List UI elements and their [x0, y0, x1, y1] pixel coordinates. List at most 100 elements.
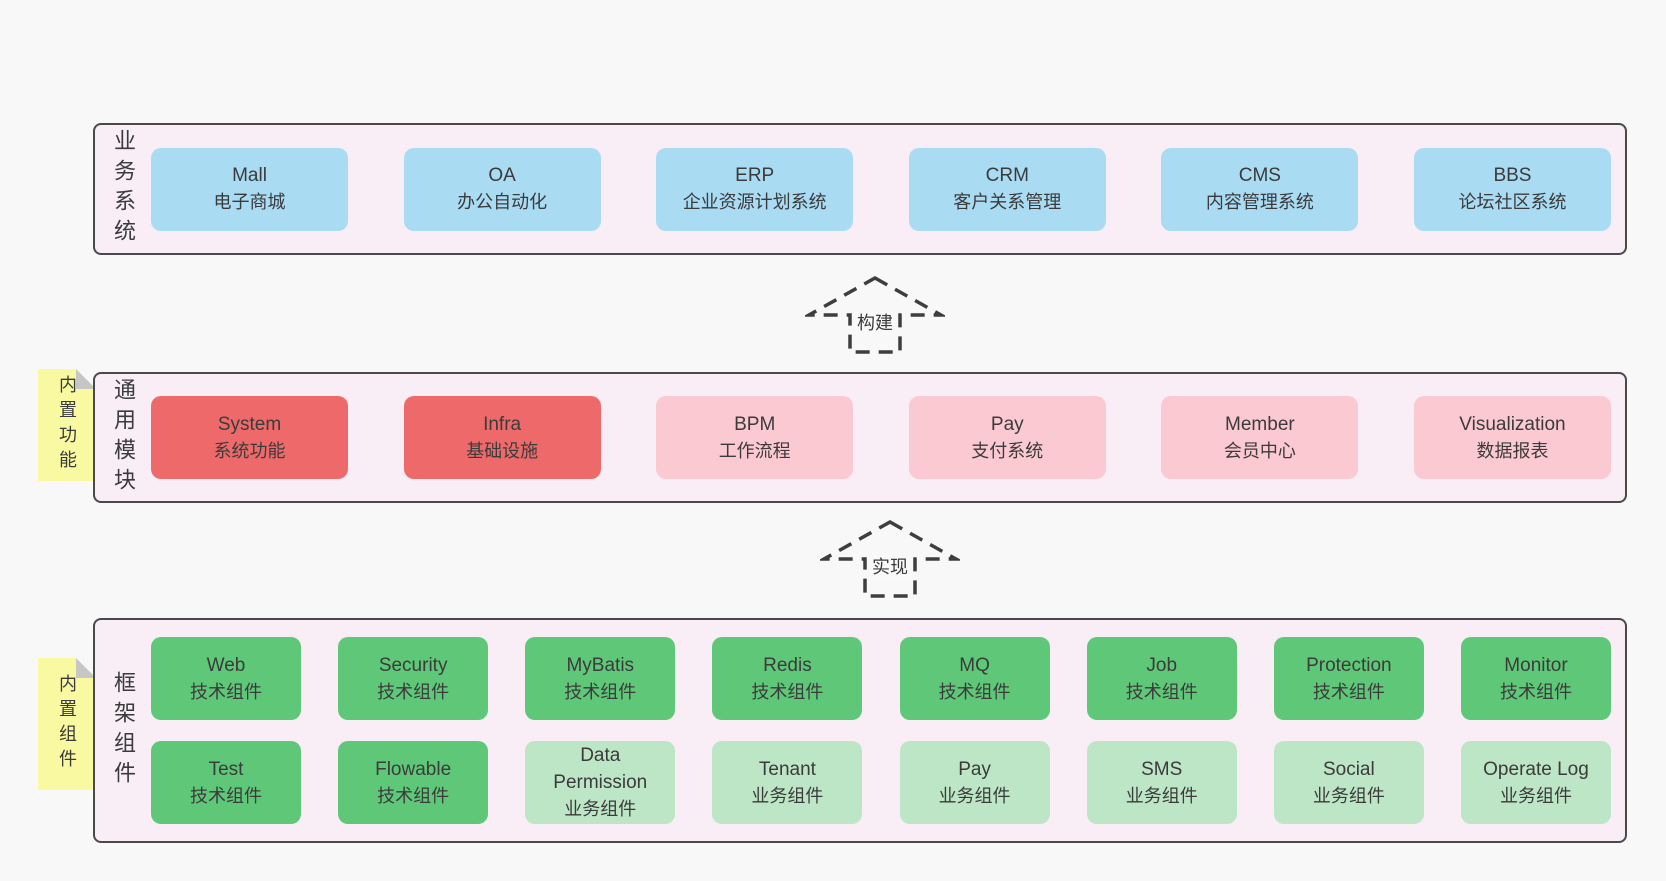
arrow-implement: 实现	[820, 519, 960, 599]
box-name: Test	[208, 758, 244, 780]
box-name: Protection	[1306, 654, 1392, 676]
box-name: MyBatis	[566, 654, 635, 676]
box-desc: 业务组件	[938, 785, 1011, 806]
box-desc: 业务组件	[1312, 785, 1385, 806]
box-mq: MQ 技术组件	[899, 637, 1050, 720]
box-desc: 系统功能	[213, 440, 286, 461]
box-security: Security 技术组件	[338, 637, 489, 720]
band-business-systems: 业务系统 Mall 电子商城 OA 办公自动化 ERP 企业资源计划系统 CRM…	[93, 123, 1627, 255]
box-desc: 办公自动化	[457, 192, 548, 212]
box-desc: 基础设施	[466, 440, 539, 461]
framework-row-2: Test 技术组件 Flowable 技术组件 Data Permission …	[151, 741, 1611, 824]
box-desc: 技术组件	[190, 785, 262, 806]
sticky-note-builtin-components: 内置组件	[38, 658, 96, 790]
box-operate-log: Operate Log 业务组件	[1460, 741, 1611, 824]
box-job: Job 技术组件	[1086, 637, 1237, 720]
box-name: Job	[1146, 654, 1178, 676]
box-desc: 会员中心	[1223, 440, 1296, 461]
box-social: Social 业务组件	[1273, 741, 1424, 824]
sticky-note-label: 内置组件	[57, 674, 77, 774]
box-cms: CMS 内容管理系统	[1161, 147, 1359, 231]
arrow-implement-label: 实现	[869, 555, 911, 579]
box-desc: 技术组件	[1499, 681, 1572, 702]
band-common-modules: 通用模块 System 系统功能 Infra 基础设施 BPM 工作流程 Pay…	[93, 372, 1627, 503]
box-name: Web	[206, 654, 246, 676]
arrow-build-label: 构建	[854, 311, 896, 335]
box-visualization: Visualization 数据报表	[1413, 396, 1611, 479]
box-tenant: Tenant 业务组件	[712, 741, 863, 824]
box-name: Tenant	[758, 758, 816, 780]
box-name: SMS	[1141, 758, 1183, 780]
box-desc: 业务组件	[1125, 785, 1198, 806]
arrow-build: 构建	[805, 275, 945, 355]
box-desc: 技术组件	[1312, 681, 1385, 702]
box-crm: CRM 客户关系管理	[908, 147, 1106, 231]
box-redis: Redis 技术组件	[712, 637, 863, 720]
box-member: Member 会员中心	[1161, 396, 1359, 479]
band-framework-components: 框架组件 Web 技术组件 Security 技术组件 MyBatis 技术组件…	[93, 618, 1627, 843]
box-desc: 技术组件	[190, 681, 262, 702]
box-desc: 技术组件	[751, 681, 824, 702]
box-system: System 系统功能	[151, 396, 348, 479]
box-desc: 技术组件	[564, 681, 637, 702]
box-test: Test 技术组件	[151, 741, 301, 824]
box-desc: 企业资源计划系统	[682, 192, 827, 212]
box-name: BBS	[1493, 165, 1532, 186]
box-name: Mall	[232, 165, 267, 186]
box-name: Social	[1322, 758, 1375, 780]
box-name: MQ	[959, 654, 990, 676]
box-name: Redis	[763, 654, 812, 676]
box-erp: ERP 企业资源计划系统	[656, 147, 854, 231]
framework-row-1: Web 技术组件 Security 技术组件 MyBatis 技术组件 Redi…	[151, 637, 1611, 720]
box-name: CMS	[1238, 165, 1281, 186]
sticky-note-label: 内置功能	[57, 375, 77, 475]
band-content: Mall 电子商城 OA 办公自动化 ERP 企业资源计划系统 CRM 客户关系…	[151, 125, 1625, 253]
band-content: System 系统功能 Infra 基础设施 BPM 工作流程 Pay 支付系统…	[151, 374, 1625, 501]
box-monitor: Monitor 技术组件	[1460, 637, 1611, 720]
box-name: ERP	[735, 165, 775, 186]
box-oa: OA 办公自动化	[403, 147, 601, 231]
band-content: Web 技术组件 Security 技术组件 MyBatis 技术组件 Redi…	[151, 620, 1625, 841]
box-name: System	[217, 413, 282, 435]
box-name: Flowable	[375, 758, 452, 780]
box-name: Visualization	[1459, 413, 1566, 435]
box-desc: 数据报表	[1476, 440, 1549, 461]
box-desc: 技术组件	[1125, 681, 1198, 702]
box-data-permission: Data Permission 业务组件	[525, 741, 676, 824]
box-bpm: BPM 工作流程	[656, 396, 854, 479]
box-bbs: BBS 论坛社区系统	[1413, 147, 1611, 231]
box-mall: Mall 电子商城	[151, 147, 348, 231]
box-name: BPM	[734, 413, 776, 435]
box-name: Monitor	[1504, 654, 1568, 676]
band-label-business-systems: 业务系统	[111, 129, 136, 249]
sticky-note-builtin-features: 内置功能	[38, 369, 96, 481]
box-name: Pay	[990, 413, 1024, 435]
band-label-framework-components: 框架组件	[111, 670, 136, 791]
box-name: OA	[488, 165, 516, 186]
box-desc: 论坛社区系统	[1458, 192, 1567, 212]
box-desc: 技术组件	[938, 681, 1011, 702]
box-name: Security	[378, 654, 448, 676]
box-desc: 业务组件	[751, 785, 824, 806]
box-web: Web 技术组件	[151, 637, 301, 720]
box-protection: Protection 技术组件	[1273, 637, 1424, 720]
box-name: Infra	[483, 413, 522, 435]
box-desc: 技术组件	[377, 785, 450, 806]
box-desc: 业务组件	[1499, 785, 1572, 806]
dashed-up-arrow-icon	[805, 275, 945, 354]
box-pay-component: Pay 业务组件	[899, 741, 1050, 824]
box-desc: 支付系统	[971, 440, 1044, 461]
box-name: Data Permission	[553, 745, 648, 793]
box-mybatis: MyBatis 技术组件	[525, 637, 676, 720]
box-pay-system: Pay 支付系统	[908, 396, 1106, 479]
box-name: Member	[1225, 413, 1295, 435]
box-sms: SMS 业务组件	[1086, 741, 1237, 824]
box-infra: Infra 基础设施	[403, 396, 601, 479]
dashed-up-arrow-icon	[820, 519, 960, 598]
box-desc: 内容管理系统	[1205, 192, 1314, 212]
box-name: Operate Log	[1483, 758, 1589, 780]
box-desc: 技术组件	[377, 681, 450, 702]
box-desc: 客户关系管理	[953, 192, 1062, 212]
box-desc: 业务组件	[564, 799, 637, 819]
